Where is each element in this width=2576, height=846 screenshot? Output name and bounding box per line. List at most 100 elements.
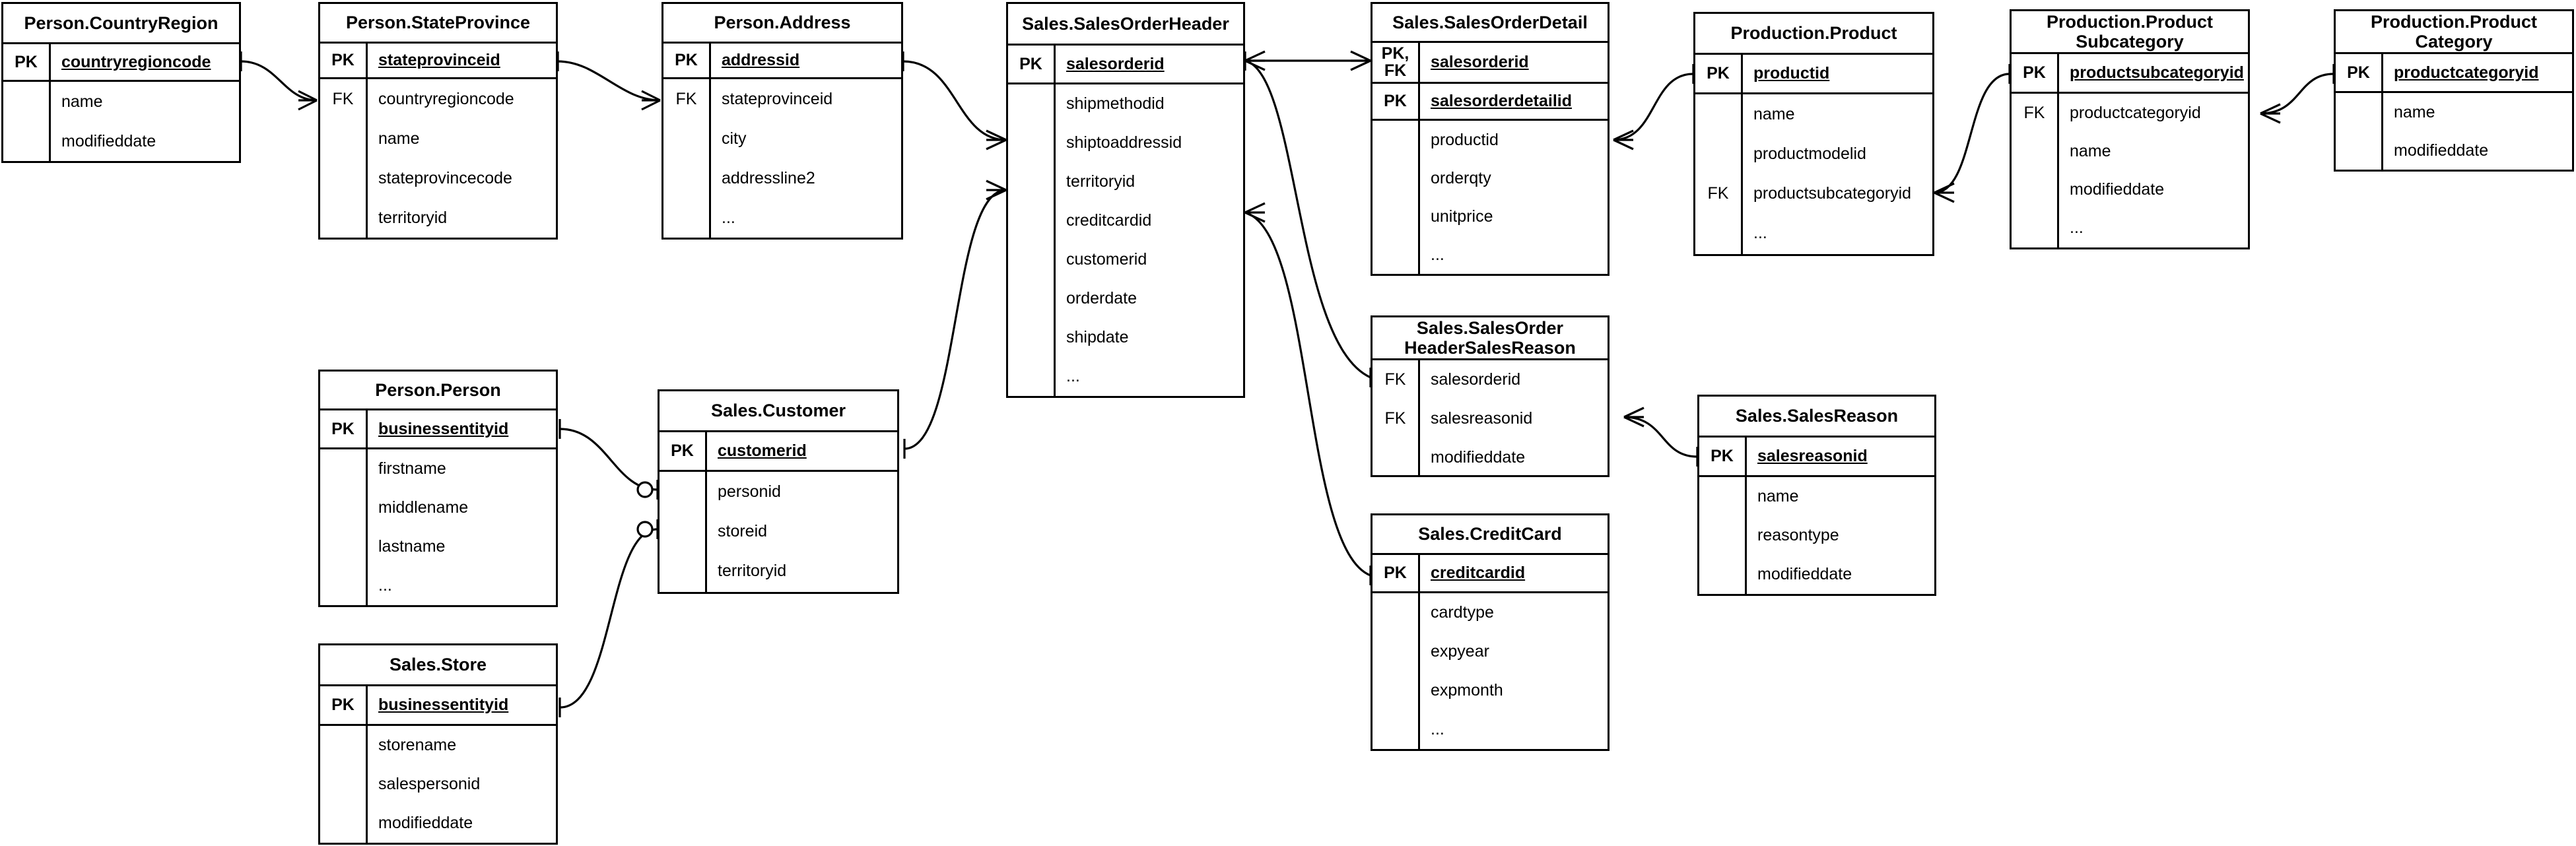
primary-key-band: PK stateprovinceid (320, 43, 556, 79)
entity-person-countryregion[interactable]: Person.CountryRegion PK countryregioncod… (1, 2, 241, 163)
key-label (2012, 209, 2057, 247)
key-label: PK (15, 53, 38, 72)
key-label (3, 82, 49, 121)
attribute-band: storename salespersonid modifieddate (320, 726, 556, 843)
many-marker (1934, 182, 1955, 203)
key-label (1008, 84, 1054, 123)
many-marker (1623, 407, 1644, 428)
entity-sales-store[interactable]: Sales.Store PK businessentityid storenam… (318, 643, 558, 845)
entity-production-product[interactable]: Production.Product PK productid FK name … (1693, 12, 1934, 256)
primary-key-band: PK salesorderdetailid (1373, 83, 1608, 121)
attribute-band: cardtype expyear expmonth ... (1373, 593, 1608, 749)
key-label: FK (332, 89, 354, 108)
many-marker (2260, 103, 2281, 124)
attribute-band: name reasontype modifieddate (1699, 477, 1934, 594)
primary-key-band: PK productsubcategoryid (2012, 54, 2248, 94)
many-marker (1350, 50, 1371, 71)
key-label: PK (671, 441, 694, 461)
entity-production-productcategory[interactable]: Production.Product Category PK productca… (2334, 9, 2574, 172)
entity-sales-creditcard[interactable]: Sales.CreditCard PK creditcardid cardtyp… (1371, 513, 1610, 751)
entity-title: Sales.Store (320, 645, 556, 686)
field-name: ... (722, 208, 735, 227)
field-name: lastname (378, 537, 446, 556)
key-label (1695, 94, 1741, 134)
key-label (3, 121, 49, 161)
field-name: salesorderid (1431, 52, 1529, 71)
field-name: productcategoryid (2070, 103, 2201, 122)
key-label (1373, 632, 1418, 671)
field-name: stateprovinceid (378, 50, 500, 69)
field-name: addressline2 (722, 168, 815, 187)
primary-key-band: PK businessentityid (320, 410, 556, 449)
field-name: modifieddate (1757, 565, 1852, 583)
field-name: salesreasonid (1431, 409, 1533, 428)
entity-title: Production.Product Category (2336, 11, 2572, 54)
key-label (1008, 162, 1054, 201)
field-name: reasontype (1757, 526, 1839, 544)
entity-title: Production.Product Subcategory (2012, 11, 2248, 54)
entity-sales-salesorderheadersalesreason[interactable]: Sales.SalesOrder HeaderSalesReason FK FK… (1371, 315, 1610, 477)
rel-salesorderheader-creditcard (1244, 211, 1371, 577)
field-name: modifieddate (378, 814, 473, 832)
field-name: name (2070, 141, 2111, 160)
field-name: name (378, 129, 420, 148)
field-name: customerid (1066, 250, 1147, 269)
key-label (1373, 197, 1418, 236)
key-label: FK (2023, 103, 2045, 122)
entity-title: Sales.Customer (660, 391, 897, 432)
attribute-band: FK productcategoryid name modifieddate .… (2012, 94, 2248, 247)
key-label (1373, 121, 1418, 159)
key-label (320, 566, 366, 605)
field-name: productcategoryid (2394, 63, 2539, 82)
key-label: FK (1384, 370, 1406, 389)
field-name: modifieddate (1431, 448, 1526, 467)
attribute-band: name modifieddate (3, 82, 239, 161)
entity-title: Production.Product (1695, 14, 1932, 55)
entity-person-stateprovince[interactable]: Person.StateProvince PK stateprovinceid … (318, 2, 558, 240)
field-name: productsubcategoryid (1753, 183, 1912, 203)
attribute-band: FK countryregioncode name stateprovincec… (320, 79, 556, 238)
field-name: ... (1431, 720, 1444, 738)
key-label (1373, 236, 1418, 274)
key-label: PK (331, 51, 355, 70)
entity-sales-customer[interactable]: Sales.Customer PK customerid personid st… (658, 389, 899, 594)
attribute-band: FK stateprovinceid city addressline2 ... (663, 79, 901, 238)
entity-person-address[interactable]: Person.Address PK addressid FK stateprov… (661, 2, 903, 240)
key-label (320, 527, 366, 566)
many-marker (641, 90, 661, 111)
key-label: FK (1384, 409, 1406, 428)
field-name: countryregioncode (378, 89, 514, 108)
key-label (320, 765, 366, 804)
field-name: ... (1431, 245, 1444, 264)
attribute-band: shipmethodid shiptoaddressid territoryid… (1008, 84, 1243, 396)
field-name: businessentityid (378, 419, 509, 438)
primary-key-band: PK salesreasonid (1699, 438, 1934, 477)
rel-store-customer (559, 528, 658, 709)
key-label (663, 119, 709, 158)
field-name: orderqty (1431, 168, 1491, 187)
entity-person-person[interactable]: Person.Person PK businessentityid firstn… (318, 370, 558, 607)
field-name: expmonth (1431, 681, 1503, 700)
entity-title: Person.Person (320, 372, 556, 411)
key-label (2012, 132, 2057, 170)
entity-sales-salesreason[interactable]: Sales.SalesReason PK salesreasonid name … (1697, 395, 1936, 596)
key-label: FK (675, 89, 697, 108)
entity-title: Person.StateProvince (320, 4, 556, 44)
key-label (1695, 213, 1741, 253)
primary-key-band: PK creditcardid (1373, 555, 1608, 593)
entity-sales-salesorderheader[interactable]: Sales.SalesOrderHeader PK salesorderid s (1006, 2, 1245, 398)
key-label (2336, 93, 2381, 131)
field-name: territoryid (718, 561, 787, 580)
field-name: ... (1753, 223, 1767, 242)
primary-key-band: PK productcategoryid (2336, 54, 2572, 93)
key-label: PK (2023, 63, 2046, 82)
primary-key-band: PK customerid (660, 432, 897, 472)
entity-sales-salesorderdetail[interactable]: Sales.SalesOrderDetail PK, FK salesorder… (1371, 2, 1610, 276)
rel-salesreason-sohsalesreason (1623, 416, 1698, 458)
field-name: expyear (1431, 642, 1489, 661)
many-marker (1244, 202, 1266, 223)
field-name: cardtype (1431, 603, 1494, 622)
field-name: ... (378, 576, 392, 595)
entity-production-productsubcategory[interactable]: Production.Product Subcategory PK produc… (2010, 9, 2250, 249)
field-name: businessentityid (378, 696, 509, 714)
